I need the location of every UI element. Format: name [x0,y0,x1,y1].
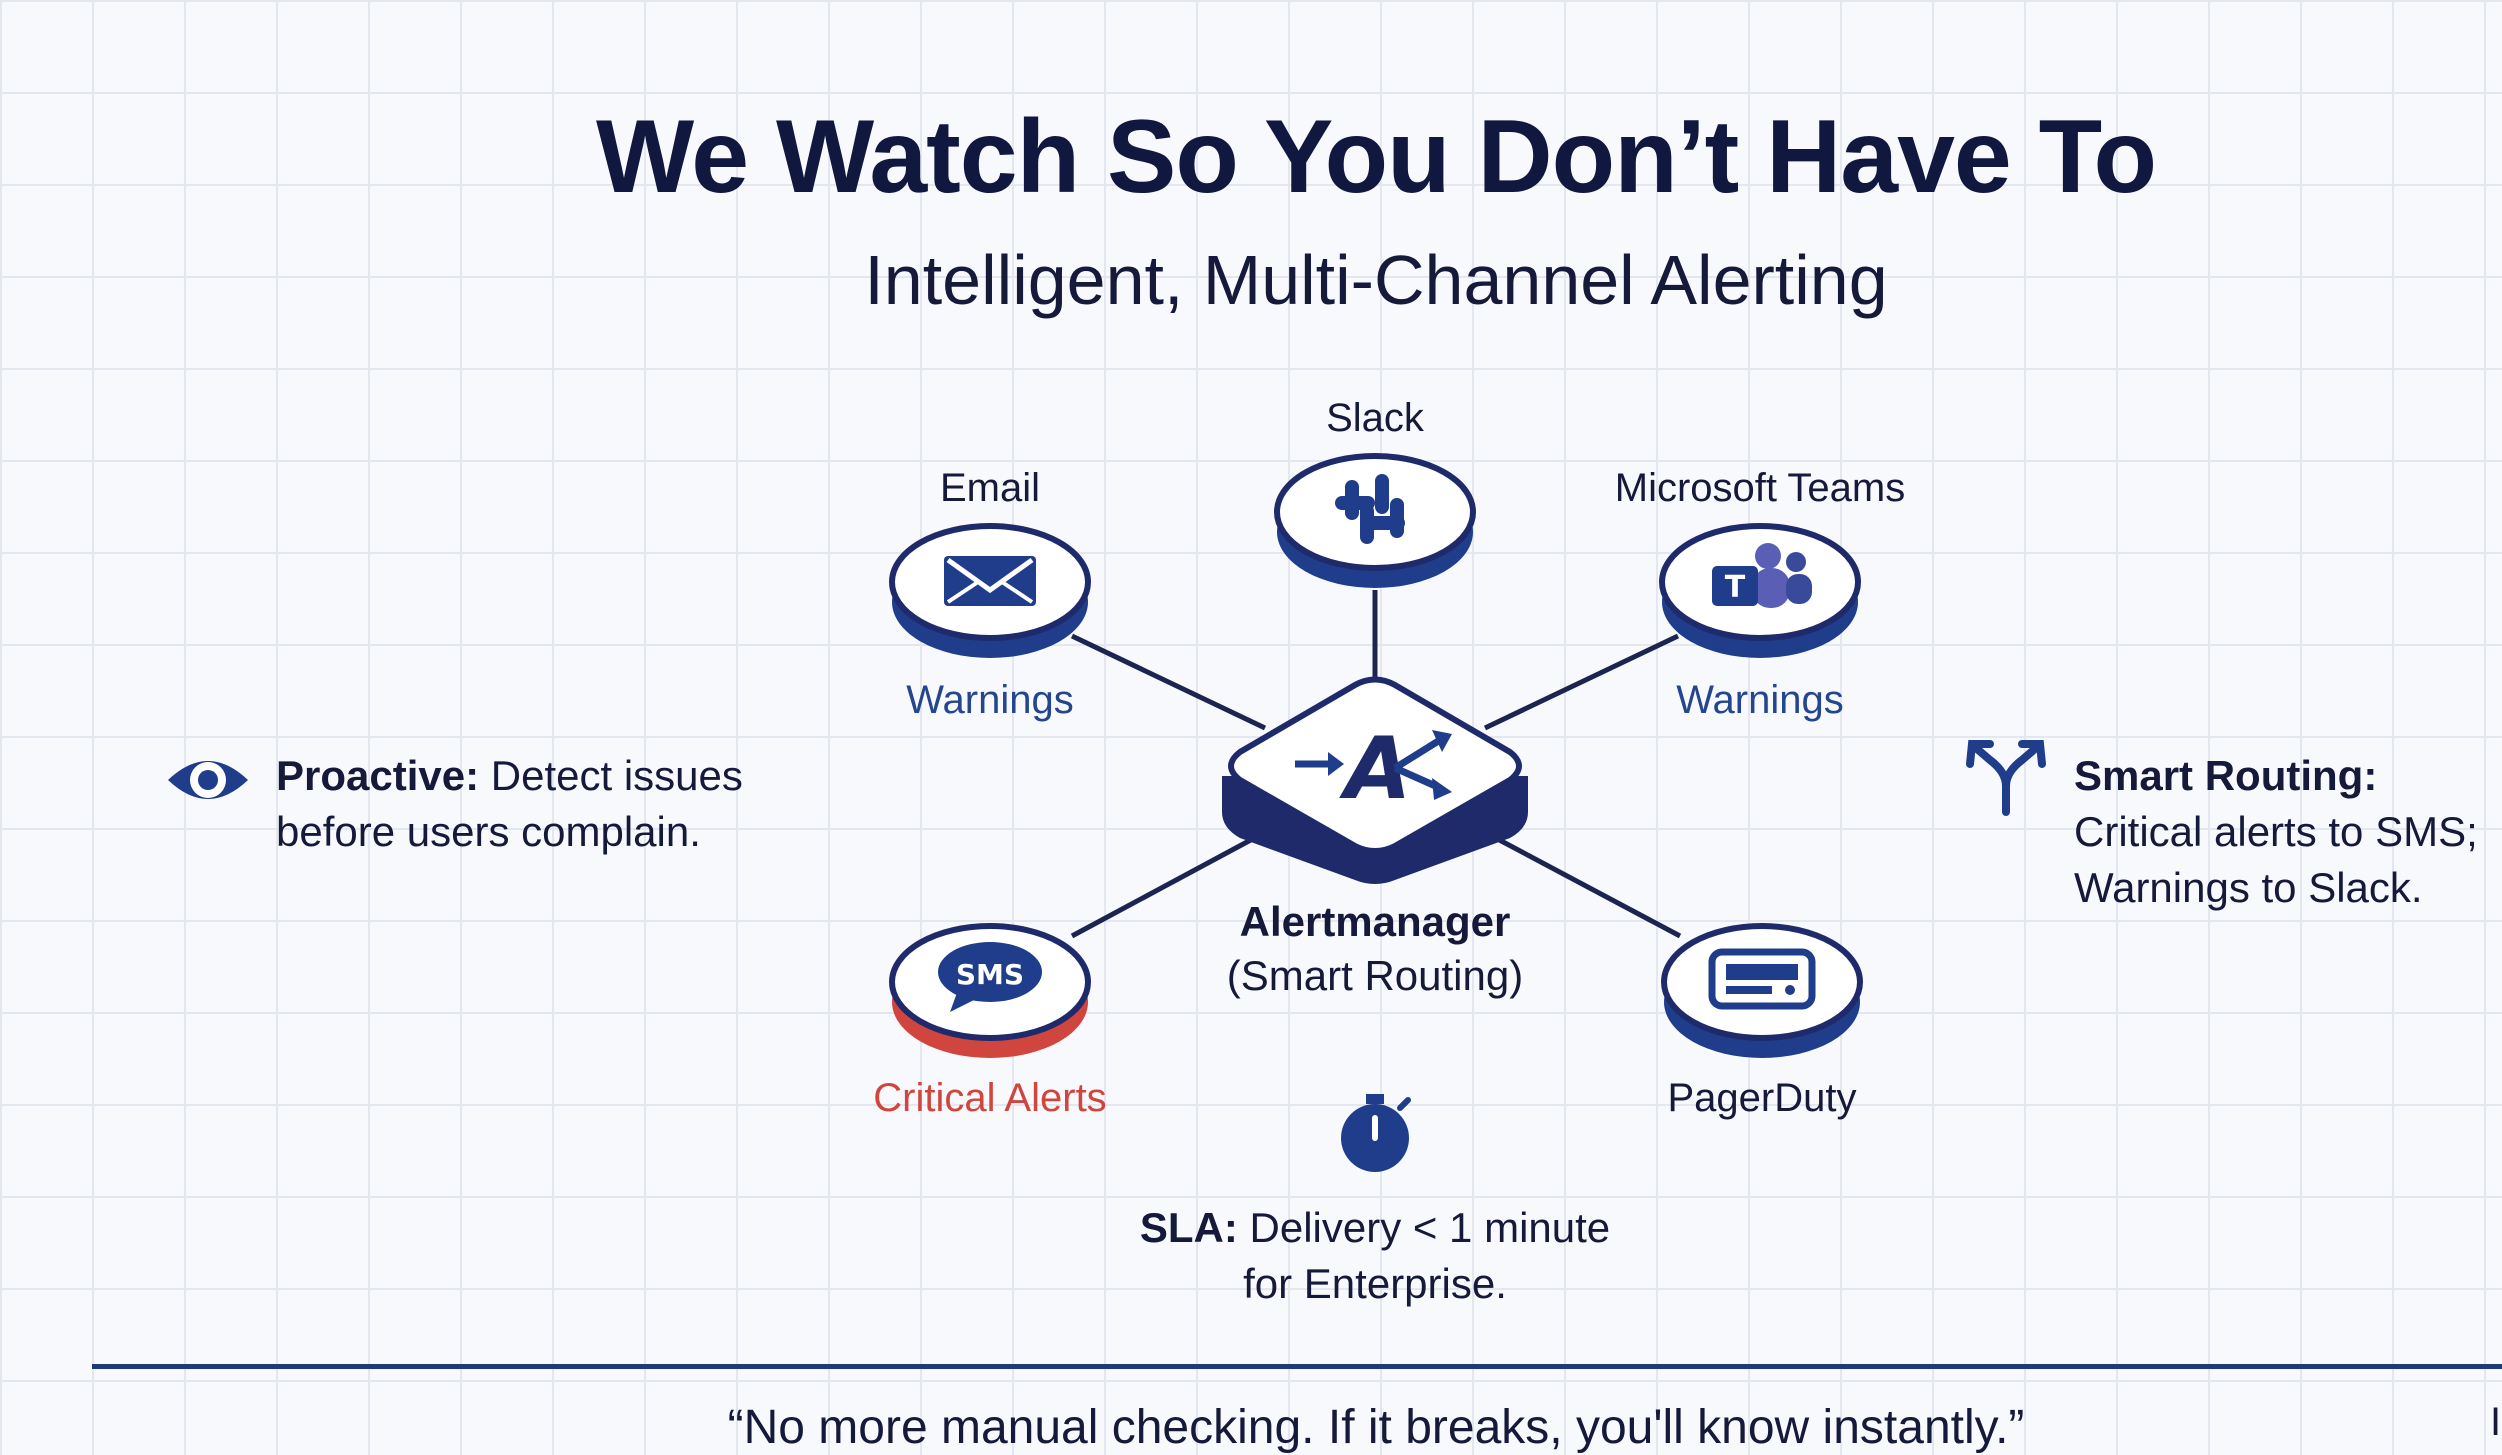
page-title: We Watch So You Don’t Have To [596,99,2157,215]
connector-email [1070,633,1267,731]
routing-line-2: Warnings to Slack. [2074,864,2423,911]
sla-callout: SLA: Delivery < 1 minute for Enterprise. [1075,1200,1675,1312]
routing-callout: Smart Routing: Critical alerts to SMS; W… [2074,748,2502,916]
fork-routing-icon [1966,740,2046,816]
connector-teams [1483,633,1680,731]
connector-lines [1070,590,1682,939]
proactive-text: Detect issues [490,752,743,799]
teams-label: Microsoft Teams [1614,466,1906,510]
teams-tag: Warnings [1676,678,1844,722]
pagerduty-node[interactable] [1661,923,1863,1058]
proactive-title: Proactive: [276,752,480,799]
sla-line-2: for Enterprise. [1243,1260,1507,1307]
footer-quote: “No more manual checking. If it breaks, … [727,1401,2025,1454]
routing-title: Smart Routing: [2074,752,2378,799]
proactive-text-2: before users complain. [276,808,701,855]
sms-bubble-icon: SMS [938,942,1042,1012]
routing-line-1: Critical alerts to SMS; [2074,808,2478,855]
stopwatch-icon [1341,1094,1411,1172]
email-node[interactable] [889,523,1091,658]
footer-divider [92,1364,2502,1369]
teams-icon: T [1712,543,1812,608]
teams-node[interactable]: T [1659,523,1861,658]
sms-node[interactable]: SMS [889,923,1091,1058]
proactive-callout: Proactive: Detect issues before users co… [276,748,896,860]
slack-node[interactable] [1274,453,1476,588]
pager-device-icon [1708,948,1816,1010]
hub-name: Alertmanager [1239,898,1511,945]
sla-title: SLA: [1139,1204,1238,1251]
slack-icon [1335,474,1405,544]
hub-detail: (Smart Routing) [1226,952,1524,999]
footer-edge-mark: I [2490,1400,2502,1444]
sms-tag: Critical Alerts [873,1076,1107,1120]
connector-pagerduty [1488,832,1682,939]
sla-line-1: Delivery < 1 minute [1249,1204,1611,1251]
slack-label: Slack [1326,396,1424,440]
alertmanager-hub[interactable]: A [1222,676,1528,885]
email-label: Email [939,466,1041,510]
teams-logo-letter: T [1725,570,1746,605]
routing-arrows-icon: A [1295,719,1452,819]
envelope-icon [944,556,1036,606]
page-subtitle: Intelligent, Multi-Channel Alerting [864,241,1888,319]
email-tag: Warnings [906,678,1074,722]
eye-icon [168,761,248,799]
sms-logo-text: SMS [956,958,1024,991]
connector-sms [1070,832,1262,939]
pagerduty-label: PagerDuty [1667,1076,1857,1120]
